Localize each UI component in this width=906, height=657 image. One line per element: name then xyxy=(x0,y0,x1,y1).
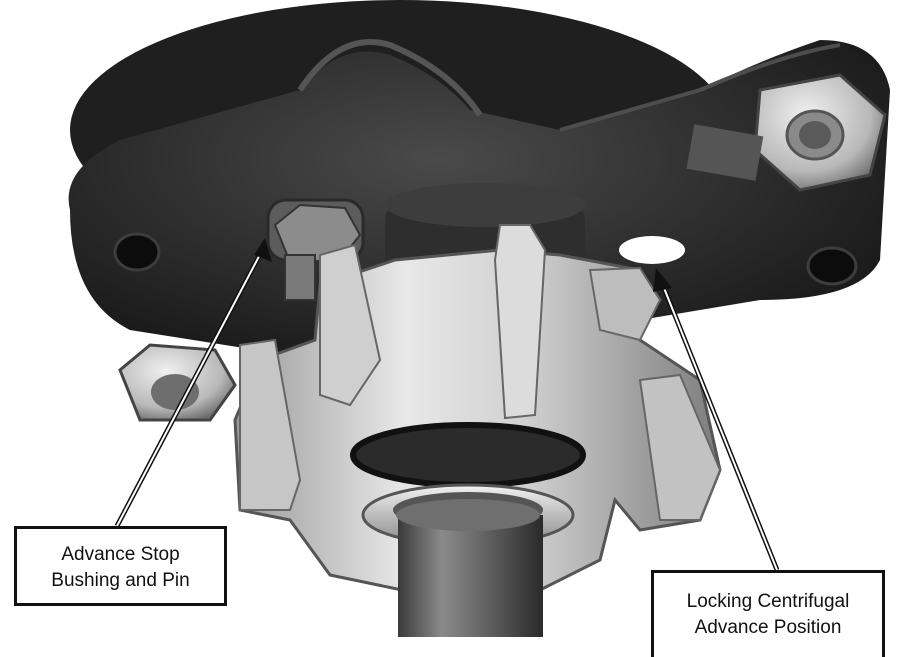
right-hex-nut xyxy=(686,73,887,192)
left-hex-nut xyxy=(118,343,237,422)
callout-advance-stop-line2: Bushing and Pin xyxy=(51,570,190,591)
retaining-clip xyxy=(350,422,586,488)
leader-line-locking-position xyxy=(653,268,780,571)
callout-advance-stop-line1: Advance Stop xyxy=(61,544,180,565)
callout-locking-position: Locking Centrifugal Advance Position xyxy=(651,570,885,657)
callout-locking-position-line1: Locking Centrifugal xyxy=(686,591,850,612)
locking-hole xyxy=(619,236,685,264)
callout-locking-position-line2: Advance Position xyxy=(694,617,842,638)
advance-stop-bushing xyxy=(266,198,365,301)
distributor-shaft xyxy=(396,499,543,637)
callout-advance-stop: Advance Stop Bushing and Pin xyxy=(14,526,227,606)
plate-hole-right xyxy=(806,246,858,286)
plate-hole-left xyxy=(113,232,161,272)
leader-line-advance-stop xyxy=(114,238,272,528)
